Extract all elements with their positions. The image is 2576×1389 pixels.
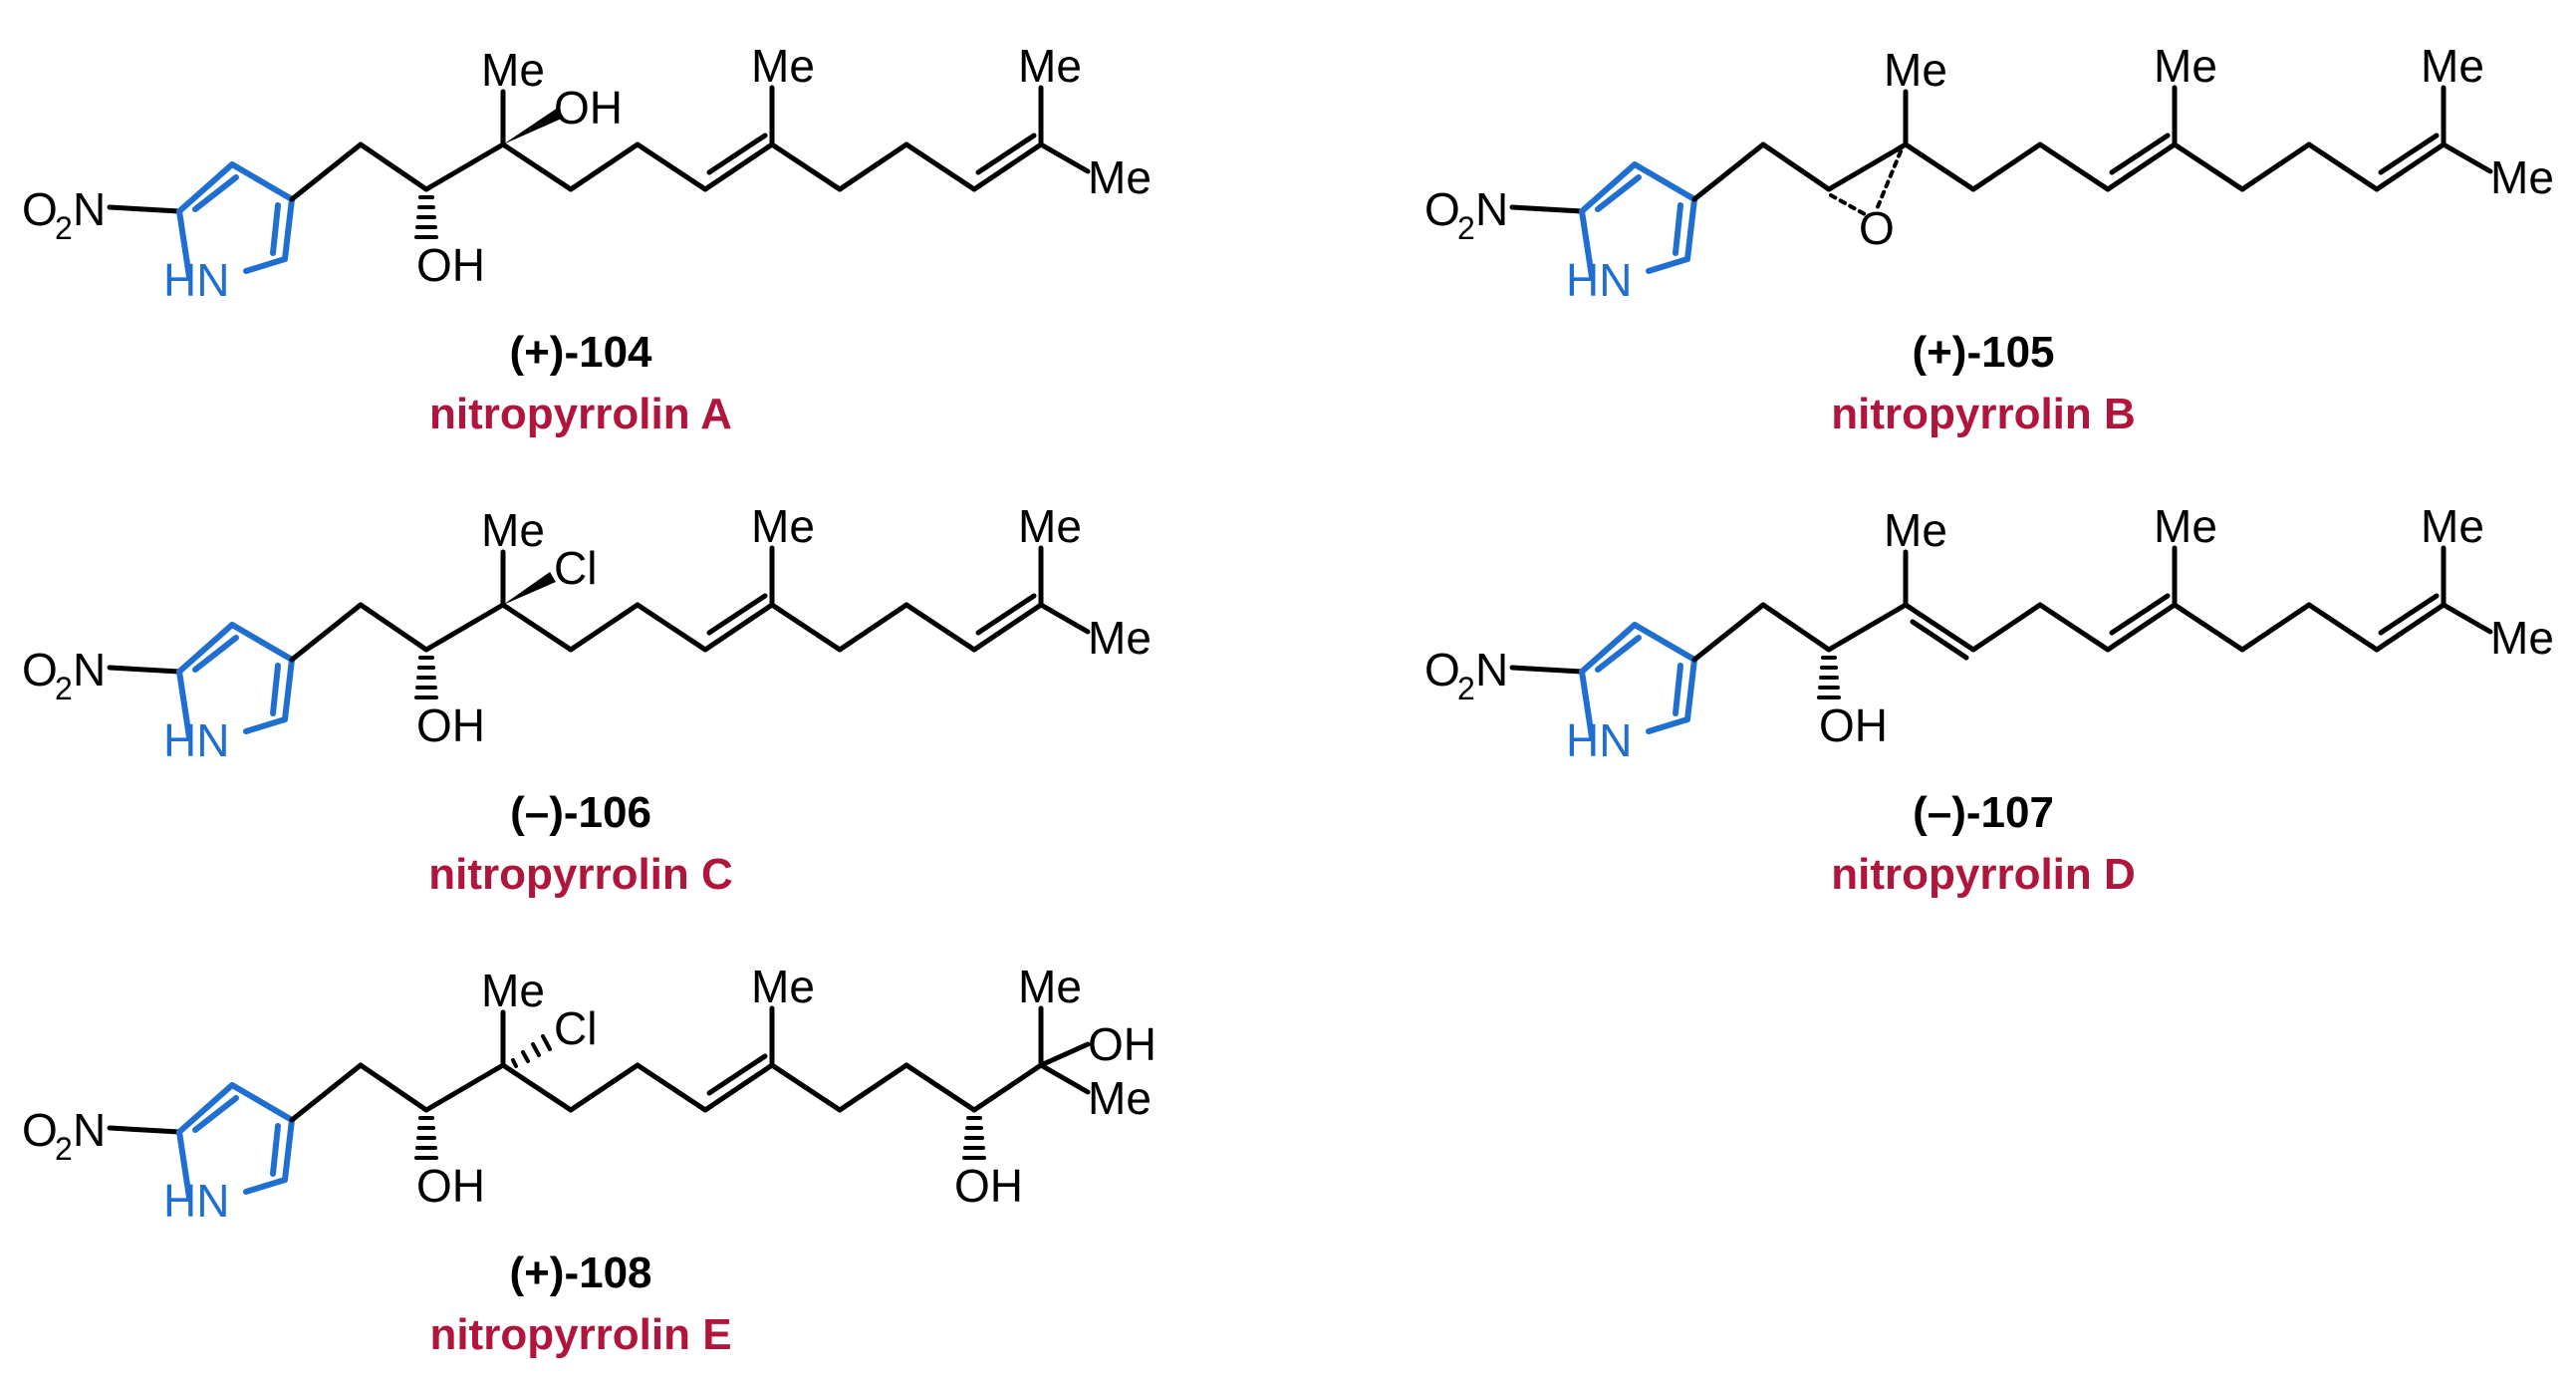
svg-text:OH: OH	[1819, 699, 1888, 751]
svg-text:OH: OH	[416, 239, 485, 291]
structure-nitropyrrolin-d: Me OH Me Me Me	[1424, 500, 2554, 766]
structure-nitropyrrolin-b: Me O Me Me Me	[1424, 40, 2554, 306]
svg-text:Me: Me	[1018, 500, 1082, 552]
svg-text:Me: Me	[2421, 500, 2484, 552]
svg-text:Me: Me	[1018, 40, 1082, 92]
svg-text:Me: Me	[481, 965, 545, 1016]
compound-id-108: (+)-108	[509, 1249, 651, 1297]
compound-id-105: (+)-105	[1912, 328, 2054, 377]
svg-text:OH: OH	[416, 699, 485, 751]
compound-name-106: nitropyrrolin C	[428, 850, 733, 899]
svg-text:Me: Me	[751, 961, 815, 1012]
compound-id-106: (–)-106	[510, 788, 651, 837]
compound-name-107: nitropyrrolin D	[1831, 850, 2136, 899]
svg-text:Me: Me	[1884, 44, 1947, 96]
compound-id-107: (–)-107	[1913, 788, 2054, 837]
svg-text:OH: OH	[954, 1160, 1023, 1212]
compound-name-108: nitropyrrolin E	[429, 1310, 731, 1359]
svg-text:Me: Me	[1884, 504, 1947, 556]
svg-text:Me: Me	[751, 500, 815, 552]
svg-text:Cl: Cl	[554, 1002, 597, 1054]
svg-text:Cl: Cl	[554, 542, 597, 594]
svg-text:Me: Me	[1088, 1072, 1152, 1124]
svg-text:O: O	[1859, 202, 1895, 254]
svg-text:Me: Me	[1088, 151, 1152, 203]
structure-nitropyrrolin-a: Me OH OH Me Me Me	[22, 40, 1152, 306]
svg-text:Me: Me	[2154, 500, 2217, 552]
svg-text:Me: Me	[751, 40, 815, 92]
compound-name-104: nitropyrrolin A	[429, 390, 732, 438]
svg-text:Me: Me	[481, 44, 545, 96]
structure-nitropyrrolin-c: Me Cl OH Me Me Me	[22, 500, 1152, 766]
svg-text:Me: Me	[2421, 40, 2484, 92]
structure-nitropyrrolin-e: Me Cl OH Me Me OH Me OH	[22, 961, 1157, 1227]
svg-text:Me: Me	[2490, 151, 2554, 203]
compound-name-105: nitropyrrolin B	[1831, 390, 2136, 438]
svg-text:Me: Me	[481, 504, 545, 556]
compound-id-104: (+)-104	[509, 328, 652, 377]
svg-text:OH: OH	[1088, 1018, 1157, 1070]
svg-text:Me: Me	[2154, 40, 2217, 92]
svg-text:OH: OH	[554, 82, 623, 134]
svg-text:Me: Me	[1088, 612, 1152, 664]
svg-text:Me: Me	[1018, 961, 1082, 1012]
svg-text:OH: OH	[416, 1160, 485, 1212]
svg-text:Me: Me	[2490, 612, 2554, 664]
